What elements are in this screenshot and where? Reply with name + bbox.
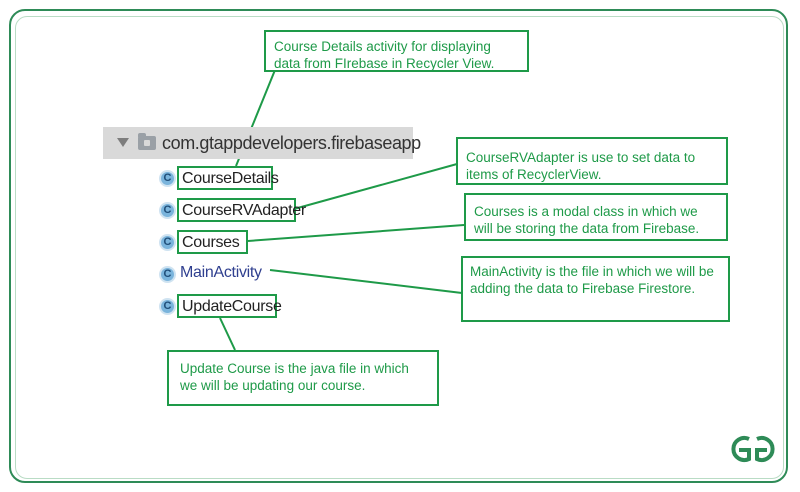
inner-frame — [15, 16, 784, 479]
geeksforgeeks-logo — [731, 436, 775, 462]
triangle-down-icon[interactable] — [117, 138, 129, 147]
callout-courses: Courses is a modal class in which we wil… — [464, 193, 728, 241]
callout-course-rv-adapter: CourseRVAdapter is use to set data to it… — [456, 137, 728, 185]
package-folder-icon — [138, 133, 156, 150]
connector-courses — [247, 224, 465, 242]
class-item-update-course[interactable]: UpdateCourse — [177, 294, 282, 318]
connector-update-course — [219, 317, 236, 351]
class-item-course-rv-adapter[interactable]: CourseRVAdapter — [177, 198, 306, 222]
outer-frame — [9, 9, 788, 483]
callout-update-course: Update Course is the java file in which … — [167, 350, 439, 406]
class-icon: C — [159, 298, 176, 315]
package-name: com.gtappdevelopers.firebaseapp — [162, 133, 421, 153]
connector-course-rv-adapter — [293, 163, 458, 210]
callout-main-activity: MainActivity is the file in which we wil… — [461, 256, 730, 322]
callout-course-details: Course Details activity for displaying d… — [264, 30, 529, 72]
class-item-courses[interactable]: Courses — [177, 230, 248, 254]
class-icon: C — [159, 170, 176, 187]
class-item-main-activity[interactable]: MainActivity — [180, 264, 262, 281]
class-icon: C — [159, 266, 176, 283]
class-icon: C — [159, 234, 176, 251]
class-icon: C — [159, 202, 176, 219]
class-item-course-details[interactable]: CourseDetails — [177, 166, 279, 190]
connector-main-activity — [269, 269, 463, 294]
